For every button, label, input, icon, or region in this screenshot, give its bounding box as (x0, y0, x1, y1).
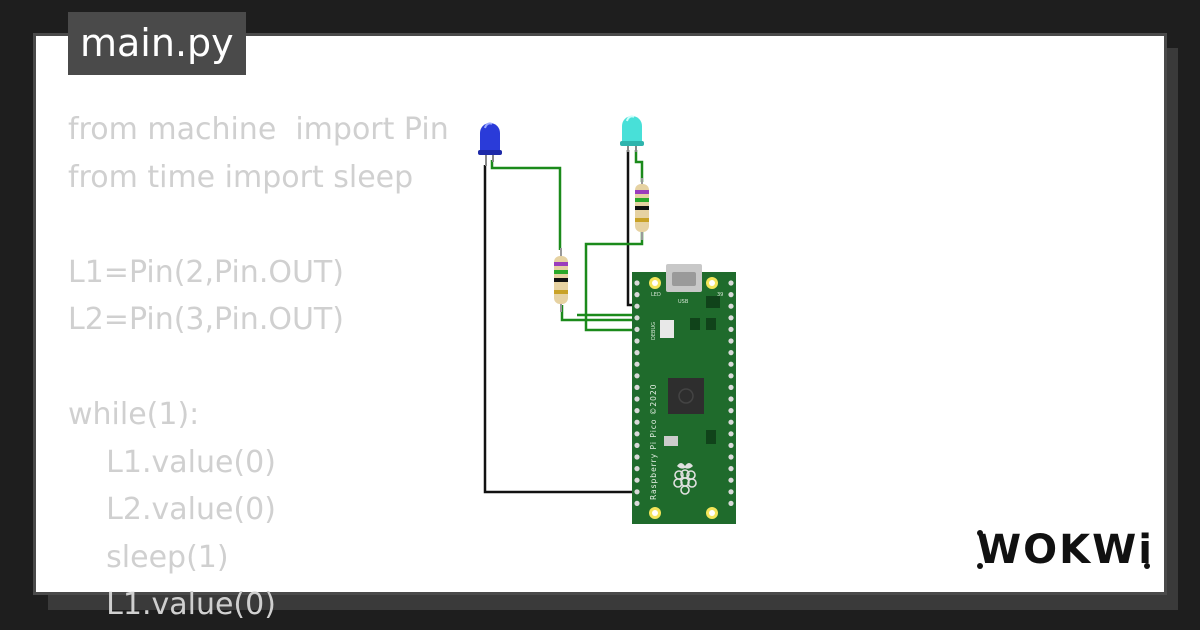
pin-label-39: 39 (717, 292, 723, 298)
pin-right-17[interactable] (728, 466, 734, 472)
pin-right-2[interactable] (728, 292, 734, 298)
pin-right-9[interactable] (728, 373, 734, 379)
pin-left-20[interactable] (634, 500, 640, 506)
file-tab[interactable]: main.py (68, 12, 246, 75)
pin-left-18[interactable] (634, 477, 640, 483)
usb-label: USB (678, 299, 689, 305)
code-line: sleep(1) (68, 539, 229, 575)
wokwi-logo-text: WOKWi (977, 527, 1154, 573)
signal-wire-1a[interactable] (490, 160, 562, 250)
pin-left-7[interactable] (634, 350, 640, 356)
pin-right-14[interactable] (728, 431, 734, 437)
pin-left-4[interactable] (634, 315, 640, 321)
pin-right-5[interactable] (728, 326, 734, 332)
pin-right-1[interactable] (728, 280, 734, 286)
code-line: L2=Pin(3,Pin.OUT) (68, 302, 344, 337)
signal-wire-1b[interactable] (560, 305, 640, 322)
code-line: L1.value(0) (68, 444, 276, 480)
pin-left-19[interactable] (634, 489, 640, 495)
pin-right-6[interactable] (728, 338, 734, 344)
raspberry-pi-logo-icon (673, 463, 697, 495)
board-name-text: Raspberry Pi Pico ©2020 (649, 384, 658, 501)
code-line: from machine import Pin (68, 112, 449, 147)
pin-left-10[interactable] (634, 384, 640, 390)
pin-right-19[interactable] (728, 489, 734, 495)
resistor-2[interactable] (635, 178, 649, 240)
pin-right-16[interactable] (728, 454, 734, 460)
pin-left-12[interactable] (634, 408, 640, 414)
code-preview: from machine import Pin from time import … (68, 106, 449, 629)
pin-right-7[interactable] (728, 350, 734, 356)
pin-left-15[interactable] (634, 442, 640, 448)
code-line: L2.value(0) (68, 492, 276, 527)
code-line: while(1): (68, 397, 200, 432)
bootsel-button[interactable] (660, 320, 674, 338)
wokwi-logo: WOKWi (977, 527, 1154, 573)
pin-left-2[interactable] (634, 292, 640, 298)
pin-right-20[interactable] (728, 500, 734, 506)
pin-right-13[interactable] (728, 419, 734, 425)
pin-left-6[interactable] (634, 338, 640, 344)
pin-left-11[interactable] (634, 396, 640, 402)
led-cyan[interactable] (620, 115, 644, 152)
ground-wire[interactable] (483, 165, 640, 494)
signal-wire-2a[interactable] (634, 150, 644, 182)
pin-left-1[interactable] (634, 280, 640, 286)
pin-left-14[interactable] (634, 431, 640, 437)
debug-label: DEBUG (651, 322, 657, 340)
pin-left-16[interactable] (634, 454, 640, 460)
pin-left-17[interactable] (634, 466, 640, 472)
pin-left-5[interactable] (634, 326, 640, 332)
led-label: LED (651, 292, 661, 298)
pin-right-18[interactable] (728, 477, 734, 483)
pin-left-3[interactable] (634, 303, 640, 309)
code-line: L1.value(0) (68, 587, 276, 622)
pin-right-4[interactable] (728, 315, 734, 321)
pin-right-11[interactable] (728, 396, 734, 402)
pin-header-left (634, 280, 640, 506)
pin-right-15[interactable] (728, 442, 734, 448)
resistor-1[interactable] (554, 248, 568, 312)
pin-right-3[interactable] (728, 303, 734, 309)
pin-left-8[interactable] (634, 361, 640, 367)
pin-header-right (728, 280, 734, 506)
code-line: from time import sleep (68, 159, 414, 195)
pin-left-13[interactable] (634, 419, 640, 425)
rp2040-chip (668, 378, 704, 414)
code-line: L1=Pin(2,Pin.OUT) (68, 254, 344, 290)
pin-right-12[interactable] (728, 408, 734, 414)
pin-right-8[interactable] (728, 361, 734, 367)
led-blue[interactable] (478, 122, 502, 166)
pin-right-10[interactable] (728, 384, 734, 390)
pin-left-9[interactable] (634, 373, 640, 379)
raspberry-pi-pico-board[interactable]: LED USB 39 DEBUG Raspberry Pi Pico ©2020 (632, 264, 736, 524)
